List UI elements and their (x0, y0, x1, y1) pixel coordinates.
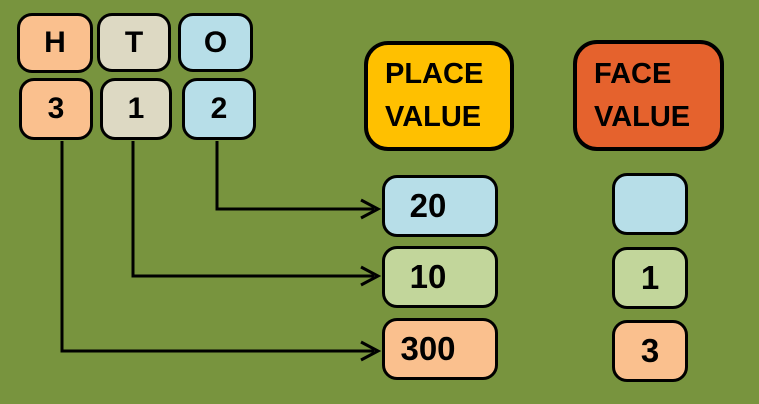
letter-label-tens: T (124, 25, 144, 59)
place-value-box-ones: 20 (382, 175, 498, 237)
arrow-hundreds-to-place-value (60, 141, 374, 353)
face-value-box-tens: 1 (612, 247, 688, 309)
digit-box-hundreds: 3 (19, 78, 93, 140)
digit-label-ones: 2 (210, 92, 228, 125)
digit-label-hundreds: 3 (47, 92, 65, 125)
place-value-header-line2: VALUE (385, 101, 482, 133)
place-value-box-hundreds: 300 (382, 318, 498, 380)
face-value-header-line1: FACE (594, 57, 672, 90)
digit-box-ones: 2 (182, 78, 256, 140)
place-value-header: PLACE VALUE (364, 41, 514, 151)
arrow-tens-to-place-value (131, 141, 374, 278)
letter-box-tens: T (97, 13, 171, 72)
face-value-hundreds: 3 (640, 332, 660, 369)
face-value-box-ones (612, 173, 688, 235)
place-value-header-line1: PLACE (385, 58, 484, 91)
letter-label-ones: O (203, 25, 228, 59)
arrow-ones-to-place-value (215, 141, 374, 211)
arrowhead-tens-icon (360, 265, 382, 287)
face-value-header-line2: VALUE (594, 100, 691, 133)
arrowhead-ones-icon (360, 198, 382, 220)
letter-box-hundreds: H (17, 13, 93, 73)
digit-label-tens: 1 (127, 92, 145, 125)
face-value-header: FACE VALUE (573, 40, 724, 151)
place-value-ones: 20 (409, 187, 447, 224)
place-value-tens: 10 (409, 258, 447, 295)
letter-label-hundreds: H (44, 26, 66, 59)
face-value-box-hundreds: 3 (612, 320, 688, 382)
face-value-tens: 1 (640, 259, 660, 296)
place-value-hundreds: 300 (400, 330, 456, 367)
letter-box-ones: O (178, 13, 253, 72)
digit-box-tens: 1 (100, 78, 172, 140)
arrowhead-hundreds-icon (360, 340, 382, 362)
place-value-box-tens: 10 (382, 246, 498, 308)
